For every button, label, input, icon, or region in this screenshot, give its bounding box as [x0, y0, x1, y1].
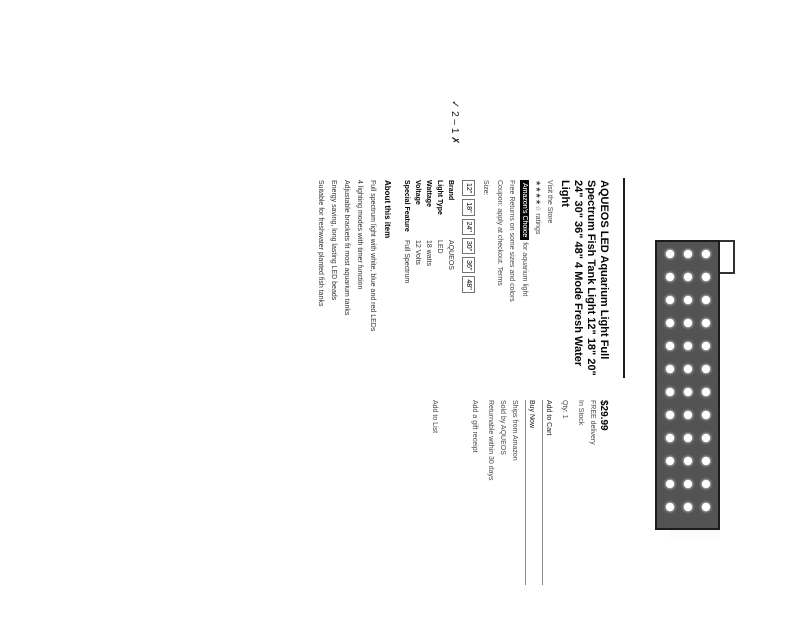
- about-title: About this item: [383, 180, 392, 239]
- led-dot: [684, 434, 692, 442]
- buy-box: $29.99 FREE delivery In Stock Qty: 1 Add…: [427, 400, 610, 585]
- spec-row: Wattage18 watts: [425, 180, 432, 267]
- badge-row: Amazon's Choice for aquarium light: [518, 180, 530, 380]
- choice-badge: Amazon's Choice: [520, 180, 529, 241]
- size-option[interactable]: 24": [462, 218, 475, 235]
- sold-by[interactable]: Sold by AQUEOS: [499, 400, 506, 455]
- product-title: AQUEOS LED Aquarium Light Full Spectrum …: [559, 180, 610, 376]
- led-dot: [666, 296, 674, 304]
- led-dot: [702, 480, 710, 488]
- image-thumbnail[interactable]: [670, 530, 720, 590]
- bullet: Energy saving, long lasting LED beads: [330, 180, 337, 301]
- bullet: Adjustable brackets fit most aquarium ta…: [343, 180, 350, 316]
- add-to-cart-button[interactable]: Add to Cart: [542, 400, 553, 585]
- visit-store-link[interactable]: Visit the Store: [546, 180, 553, 224]
- product-details: AQUEOS LED Aquarium Light Full Spectrum …: [313, 180, 610, 380]
- led-dot: [666, 480, 674, 488]
- spec-table: BrandAQUEOS Light TypeLED Wattage18 watt…: [401, 180, 456, 380]
- delivery: FREE delivery: [589, 400, 596, 445]
- led-dot: [684, 457, 692, 465]
- led-dot: [666, 319, 674, 327]
- led-dot: [666, 342, 674, 350]
- led-dot: [702, 457, 710, 465]
- led-dot: [684, 342, 692, 350]
- price: $29.99: [598, 400, 609, 431]
- bullet: Suitable for freshwater planted fish tan…: [317, 180, 324, 307]
- spec-row: BrandAQUEOS: [447, 180, 454, 270]
- led-dot: [702, 411, 710, 419]
- led-dot: [684, 503, 692, 511]
- badge-note: for aquarium light: [521, 242, 528, 297]
- ships-from: Ships from Amazon: [511, 400, 518, 461]
- size-label: Size:: [482, 180, 489, 196]
- led-dot: [684, 250, 692, 258]
- gift-receipt-checkbox[interactable]: Add a gift receipt: [471, 400, 478, 453]
- led-dot: [666, 250, 674, 258]
- add-to-list-button[interactable]: Add to List: [431, 400, 438, 434]
- led-dot: [702, 273, 710, 281]
- led-dot: [702, 250, 710, 258]
- returns[interactable]: Returnable within 30 days: [487, 400, 494, 481]
- bullet: Full spectrum light with white, blue and…: [369, 180, 376, 332]
- led-dot: [684, 273, 692, 281]
- led-dot: [702, 342, 710, 350]
- offer-text[interactable]: Coupon: apply at checkout. Terms: [496, 180, 503, 286]
- handwritten-annotation: ✓ 2 – 1 ✗: [449, 100, 460, 145]
- led-dot: [702, 434, 710, 442]
- led-dot: [702, 503, 710, 511]
- buy-now-button[interactable]: Buy Now: [525, 400, 536, 585]
- led-dot: [702, 319, 710, 327]
- deal-text: Free Returns on some sizes and colors: [508, 180, 515, 302]
- spec-row: Light TypeLED: [436, 180, 443, 254]
- led-dot: [702, 296, 710, 304]
- about-section: About this item Full spectrum light with…: [315, 180, 393, 380]
- size-option[interactable]: 12": [462, 180, 475, 197]
- led-dot: [684, 296, 692, 304]
- size-options: 12" 18" 24" 30" 36" 48": [462, 180, 478, 380]
- led-dot: [666, 388, 674, 396]
- led-dot: [684, 319, 692, 327]
- led-dot: [684, 365, 692, 373]
- led-dot: [684, 411, 692, 419]
- led-dot: [684, 480, 692, 488]
- led-dot: [666, 503, 674, 511]
- led-dot: [666, 434, 674, 442]
- rating[interactable]: ★★★★☆ ratings: [534, 180, 541, 235]
- size-option[interactable]: 48": [462, 276, 475, 293]
- led-dot: [666, 273, 674, 281]
- led-dot: [684, 388, 692, 396]
- stock-status: In Stock: [577, 400, 584, 426]
- size-option[interactable]: 18": [462, 199, 475, 216]
- bullet: 4 lighting modes with timer function: [356, 180, 363, 290]
- quantity-select[interactable]: Qty: 1: [561, 400, 568, 419]
- spec-row: Special FeatureFull Spectrum: [403, 180, 410, 284]
- led-dot: [666, 457, 674, 465]
- led-dot: [666, 365, 674, 373]
- led-dot: [666, 411, 674, 419]
- led-dot: [702, 388, 710, 396]
- divider: [623, 178, 625, 378]
- spec-row: Voltage12 Volts: [414, 180, 421, 265]
- size-option[interactable]: 36": [462, 257, 475, 274]
- product-image[interactable]: [655, 240, 720, 530]
- led-dot: [702, 365, 710, 373]
- size-option[interactable]: 30": [462, 237, 475, 255]
